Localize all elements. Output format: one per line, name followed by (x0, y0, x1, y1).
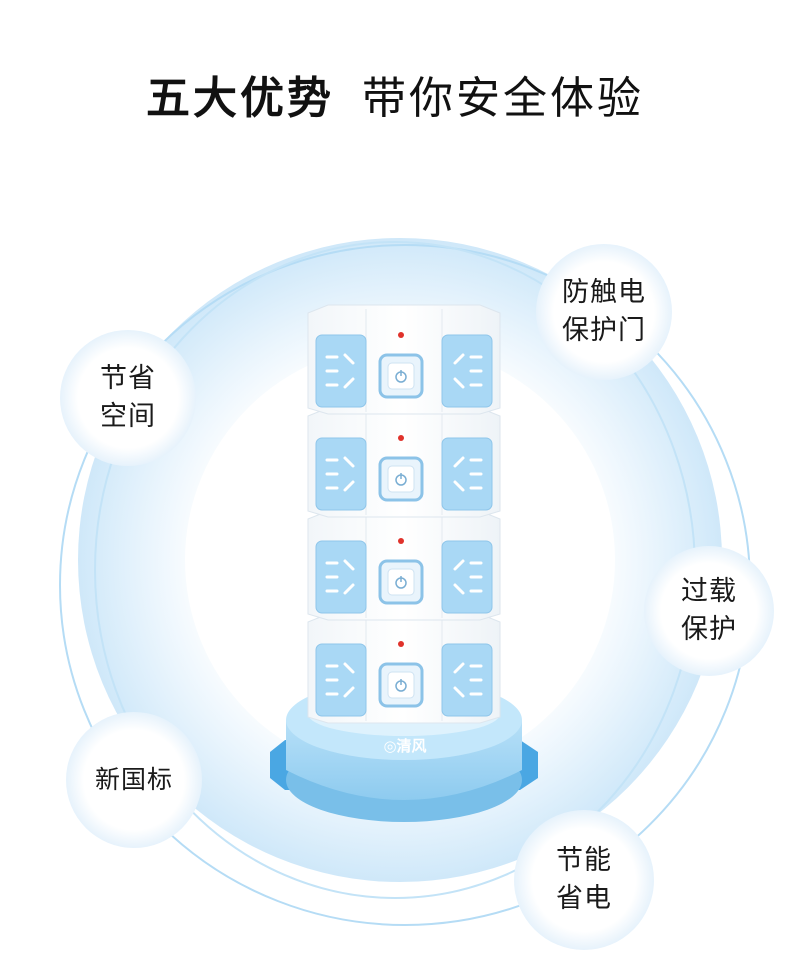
feature-text: 节能 (556, 845, 612, 876)
headline-bold: 五大优势 (146, 73, 334, 124)
outlet-slot (343, 480, 355, 492)
outlet-slot (343, 686, 355, 698)
feature-text: 保护 (681, 614, 737, 645)
outlet-slot (343, 583, 355, 595)
outlet-panel (315, 334, 367, 408)
outlet-panel (315, 437, 367, 511)
feature-text: 防触电 (562, 277, 646, 308)
outlet-slot (453, 559, 465, 571)
tower-tier (307, 304, 501, 415)
indicator-light (398, 538, 404, 544)
power-switch (378, 662, 424, 708)
power-tower (307, 304, 501, 724)
outlet-slot (343, 353, 355, 365)
outlet-slot (343, 662, 355, 674)
outlet-face (315, 643, 367, 717)
outlet-face (315, 540, 367, 614)
outlet-slot (343, 456, 355, 468)
outlet-slot (343, 559, 355, 571)
outlet-slot (453, 377, 465, 389)
tower-tier (307, 613, 501, 724)
feature-text: 新国标 (94, 765, 173, 794)
brand-logo: ◎清风 (383, 737, 426, 755)
power-switch (378, 456, 424, 502)
feature-text: 节省 (100, 363, 156, 394)
outlet-panel (315, 643, 367, 717)
indicator-light (398, 332, 404, 338)
indicator-light (398, 641, 404, 647)
outlet-face (441, 334, 493, 408)
outlet-slot (453, 480, 465, 492)
outlet-panel (441, 540, 493, 614)
outlet-slot (453, 353, 465, 365)
power-switch (378, 353, 424, 399)
feature-text: 省电 (556, 883, 612, 914)
feature-badge-national-standard: 新国标 (66, 712, 202, 848)
feature-text: 过载 (681, 576, 737, 607)
outlet-face (315, 334, 367, 408)
power-switch (378, 559, 424, 605)
outlet-panel (441, 643, 493, 717)
outlet-slot (453, 583, 465, 595)
outlet-slot (453, 686, 465, 698)
outlet-face (315, 437, 367, 511)
outlet-panel (441, 334, 493, 408)
outlet-slot (453, 662, 465, 674)
outlet-panel (441, 437, 493, 511)
tower-tier (307, 510, 501, 621)
outlet-face (441, 643, 493, 717)
feature-badge-anti-shock: 防触电 保护门 (536, 244, 672, 380)
indicator-light (398, 435, 404, 441)
outlet-slot (453, 456, 465, 468)
feature-text: 保护门 (562, 315, 646, 346)
headline-light: 带你安全体验 (362, 73, 644, 124)
feature-badge-space-saving: 节省 空间 (60, 330, 196, 466)
outlet-panel (315, 540, 367, 614)
feature-badge-overload: 过载 保护 (644, 546, 774, 676)
feature-badge-energy-saving: 节能 省电 (514, 810, 654, 950)
outlet-slot (343, 377, 355, 389)
page-headline: 五大优势带你安全体验 (0, 62, 790, 126)
outlet-face (441, 437, 493, 511)
feature-text: 空间 (100, 401, 156, 432)
outlet-face (441, 540, 493, 614)
tower-tier (307, 407, 501, 518)
